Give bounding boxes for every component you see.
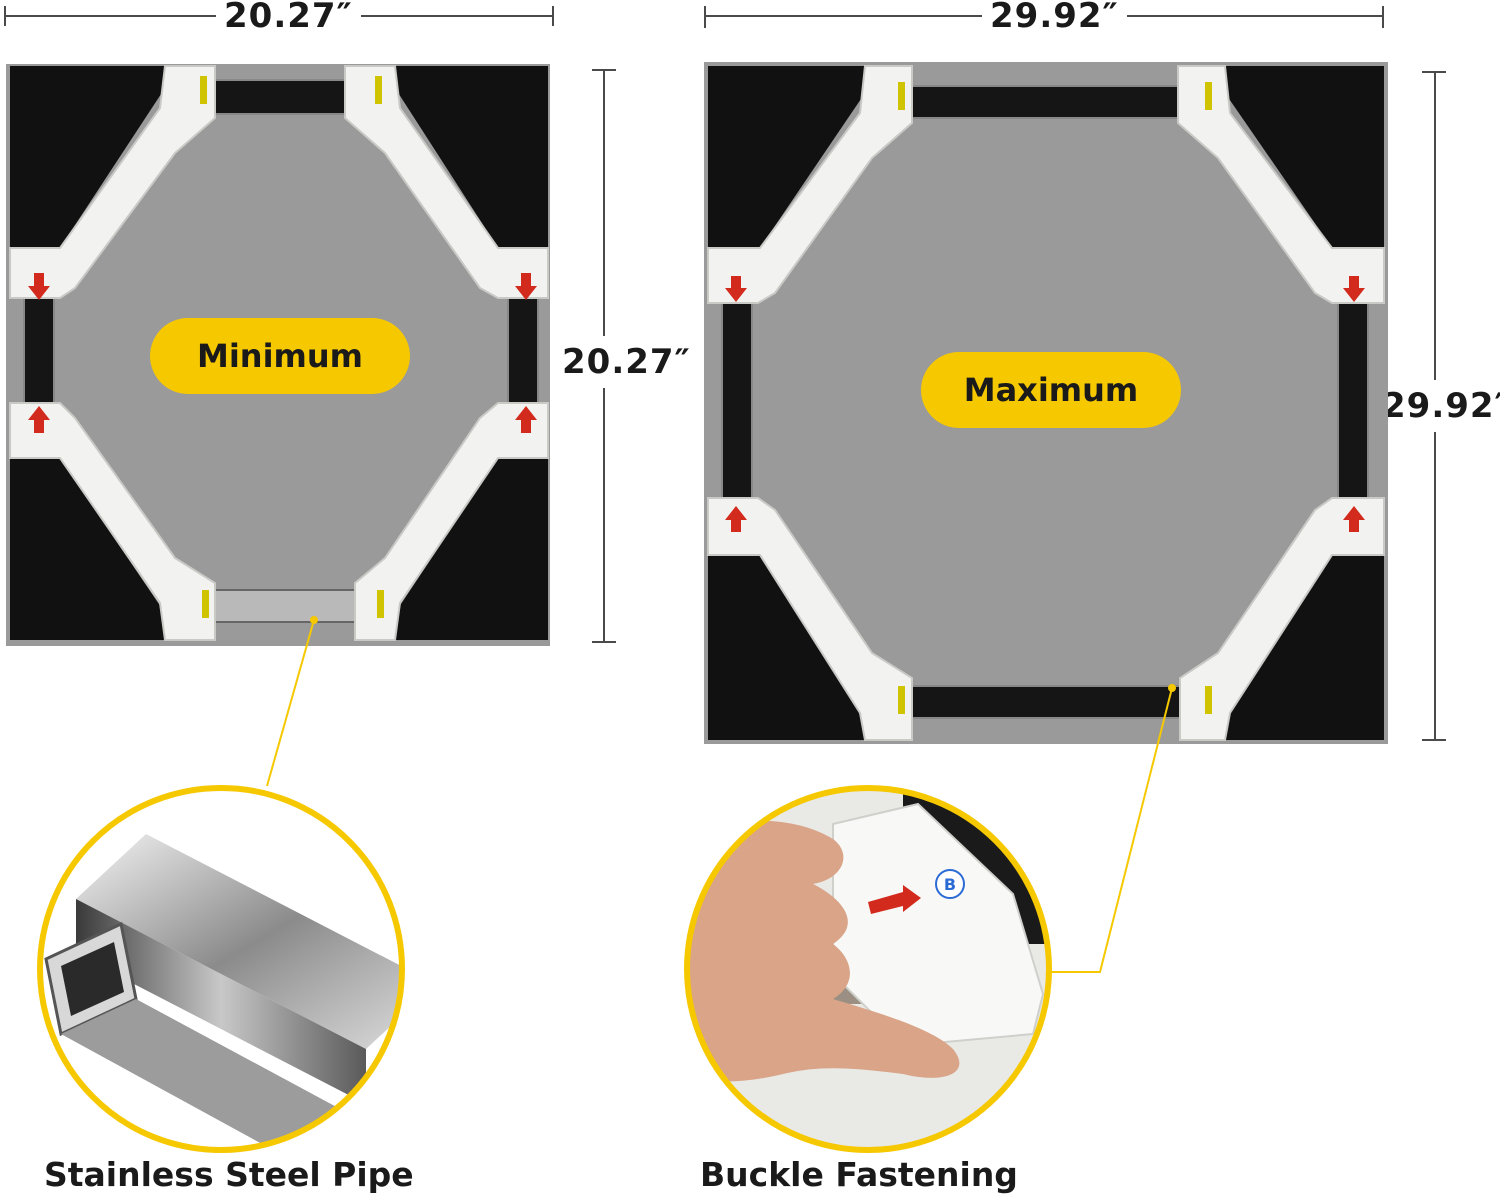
left-width-tick-start (4, 6, 6, 26)
buckle-leader-line (1048, 687, 1173, 973)
buckle-caption: Buckle Fastening (700, 1155, 1018, 1194)
right-pad-bottom-left (708, 555, 865, 740)
pipe-leader-line (266, 619, 315, 787)
left-arrow-up-1 (28, 406, 50, 433)
buckle-leader-dot (1168, 684, 1176, 692)
right-mode-badge: Maximum (921, 352, 1181, 428)
left-arrow-up-2 (515, 406, 537, 433)
right-pad-bottom-right (1225, 555, 1384, 740)
pipe-side-face (76, 899, 366, 1104)
left-pad-top-left (10, 66, 165, 248)
right-bracket-top-left (707, 65, 913, 304)
left-pad-bottom-right (395, 458, 548, 640)
left-arrow-down-2 (515, 273, 537, 300)
right-height-tick-start (1422, 71, 1446, 73)
right-bar-top (909, 85, 1181, 119)
pipe-caption: Stainless Steel Pipe (44, 1155, 414, 1194)
right-arrow-up-1 (725, 506, 747, 532)
left-height-tick-end (592, 641, 616, 643)
right-width-tick-start (704, 6, 706, 28)
right-arrow-up-2 (1343, 506, 1365, 532)
right-arrow-down-1 (725, 276, 747, 302)
right-frame-illustration (704, 62, 1388, 744)
left-width-tick-end (552, 6, 554, 26)
buckle-badge-circle (935, 869, 965, 899)
left-arrow-down-1 (28, 273, 50, 300)
left-bracket-top-left (9, 65, 216, 299)
left-height-label: 20.27″ (560, 336, 693, 388)
buckle-badge-letter: B (944, 875, 956, 894)
right-bar-left (721, 302, 753, 499)
left-bar-top (209, 79, 351, 115)
left-bracket-bottom-right (354, 402, 549, 641)
pipe-end-inner (61, 942, 124, 1016)
right-bracket-bottom-left (707, 497, 913, 741)
buckle-arrow (868, 885, 921, 914)
right-width-label: 29.92″ (982, 0, 1127, 36)
left-mode-badge: Minimum (150, 318, 410, 394)
right-height-tick-end (1422, 739, 1446, 741)
left-bracket-bottom-left (9, 402, 216, 641)
right-bracket-bottom-right (1179, 497, 1385, 741)
left-pad-bottom-left (10, 458, 165, 640)
pipe-detail-circle (37, 785, 405, 1153)
right-pad-top-right (1225, 66, 1384, 248)
left-pad-top-right (395, 66, 548, 248)
buckle-detail-circle: B (684, 785, 1052, 1153)
right-height-label: 29.92″ (1380, 380, 1500, 432)
right-pad-top-left (708, 66, 865, 248)
buckle-hand (687, 820, 960, 1082)
right-width-tick-end (1382, 6, 1384, 28)
pipe-leader-dot (310, 616, 318, 624)
left-width-label: 20.27″ (216, 0, 361, 36)
buckle-white-housing (832, 802, 1045, 1046)
right-arrow-down-2 (1343, 276, 1365, 302)
left-bracket-top-right (344, 65, 549, 299)
left-height-tick-start (592, 69, 616, 71)
right-bracket-top-right (1177, 65, 1385, 304)
pipe-top-face (76, 834, 402, 1049)
